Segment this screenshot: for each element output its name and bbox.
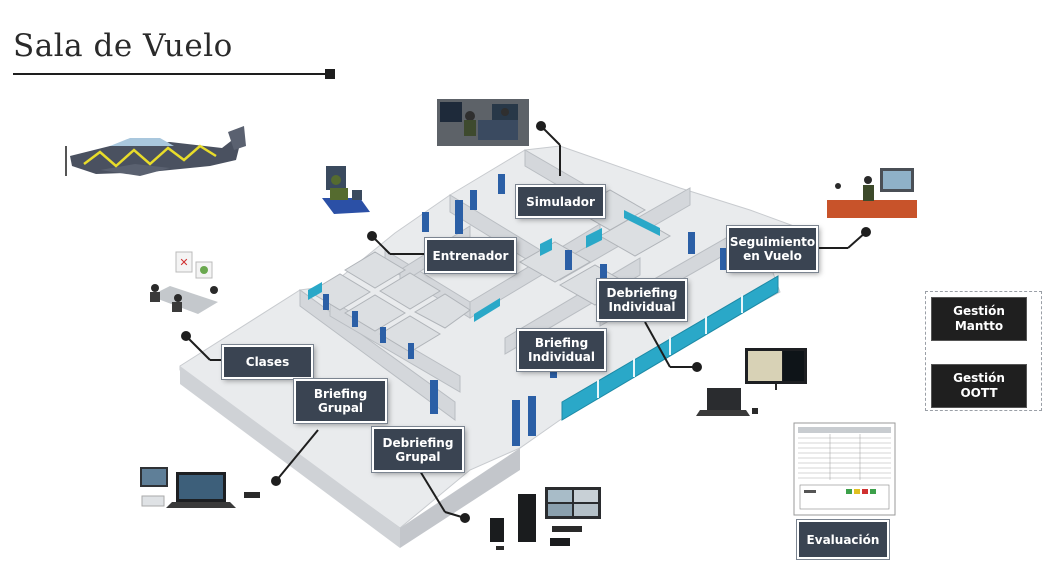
server-rack-icon [490, 487, 601, 550]
aircraft-icon [65, 126, 246, 176]
label-simulador: Simulador [516, 185, 605, 218]
gestion-mantto-box: Gestión Mantto [932, 298, 1026, 340]
title-underline [13, 73, 329, 75]
title-underline-cap [325, 69, 335, 79]
building-base-right [400, 448, 520, 548]
simulator-photo-icon [437, 99, 529, 146]
label-debriefing-grupal: Debriefing Grupal [372, 427, 464, 472]
building-floor-plan [179, 145, 811, 548]
label-evaluacion: Evaluación [797, 520, 889, 559]
evaluation-form-icon [793, 422, 896, 516]
tracking-photo-icon [827, 166, 917, 218]
label-briefing-grupal: Briefing Grupal [294, 379, 387, 423]
label-briefing-individual: Briefing Individual [517, 329, 606, 371]
svg-text:✕: ✕ [179, 256, 188, 269]
connector-lines [181, 121, 871, 523]
management-panel [925, 291, 1042, 411]
workstation-laptop-icon [138, 465, 260, 513]
trainer-cockpit-icon [322, 166, 370, 214]
label-debriefing-individual: Debriefing Individual [597, 279, 687, 321]
laptop-monitor-icon [696, 348, 807, 416]
label-clases: Clases [222, 345, 313, 379]
label-seguimiento-en-vuelo: Seguimiento en Vuelo [727, 226, 818, 272]
label-entrenador: Entrenador [425, 238, 516, 273]
page-title: Sala de Vuelo [13, 28, 233, 64]
classroom-desks-icon: ✕ [150, 251, 218, 314]
gestion-oott-box: Gestión OOTT [932, 365, 1026, 407]
building-base-front [180, 366, 400, 548]
